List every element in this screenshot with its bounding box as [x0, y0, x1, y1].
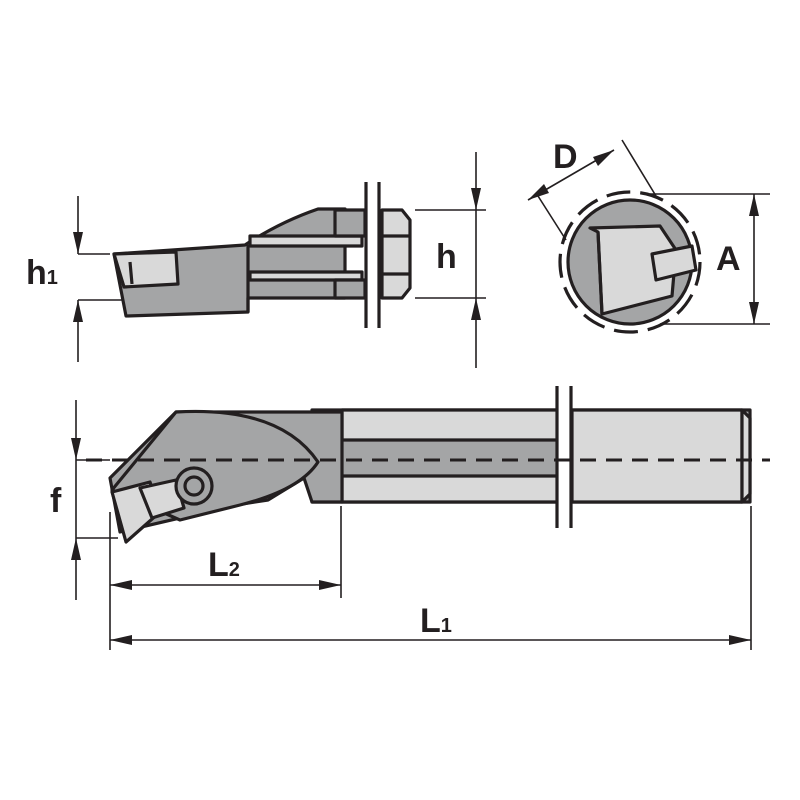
- dim-h-arrow-top: [471, 188, 481, 210]
- dim-D-label: D: [553, 138, 578, 176]
- dim-f-label: f: [50, 482, 62, 520]
- dim-D-arrow-left: [528, 184, 549, 200]
- top-view-chamfer: [740, 408, 752, 504]
- dim-L1-arrow-right: [729, 635, 751, 645]
- dim-h-label: h: [436, 238, 457, 276]
- top-view-flat-bottom: [340, 474, 560, 504]
- side-view-insert: [112, 250, 180, 289]
- end-view-head-edge: [596, 231, 604, 315]
- top-view-screw-socket: [183, 475, 205, 497]
- side-view-block-top: [333, 208, 367, 238]
- top-view-break-gap: [556, 384, 572, 530]
- dim-L2-arrow-right: [319, 580, 341, 590]
- dim-D-arrow-right: [593, 150, 614, 166]
- dim-L1-label: L1: [420, 602, 452, 640]
- dim-h-arrow-bottom: [471, 298, 481, 320]
- dim-L2-arrow-left: [110, 580, 132, 590]
- top-view-shank-end: [570, 408, 744, 504]
- side-view-block-bottom: [333, 278, 367, 300]
- side-view: h1 h: [26, 152, 486, 368]
- top-view: f L2 L1: [50, 384, 770, 650]
- dim-D-ext-left: [537, 195, 567, 241]
- side-view-end: [380, 208, 412, 300]
- side-view-shank-upper: [248, 234, 364, 248]
- end-view: D A: [527, 138, 770, 334]
- side-view-insert-edge: [128, 261, 134, 285]
- dim-A-arrow-bottom: [749, 302, 759, 324]
- dim-L1-arrow-left: [110, 635, 132, 645]
- dim-D-ext-right: [621, 139, 657, 197]
- side-view-shank-lower: [248, 270, 364, 282]
- dim-A-label: A: [716, 240, 741, 278]
- top-view-flat-top: [340, 408, 560, 442]
- dim-f-arrow-bottom: [71, 538, 81, 560]
- dim-L2-label: L2: [208, 546, 240, 584]
- top-view-screw-head: [174, 466, 214, 506]
- end-view-insert: [650, 244, 698, 282]
- dim-h1-arrow-top: [73, 232, 83, 254]
- top-view-clamp: [138, 478, 186, 520]
- dim-h1-label: h1: [26, 254, 58, 292]
- side-view-break-gap: [366, 180, 380, 330]
- dim-f-arrow-top: [71, 438, 81, 460]
- end-view-bore-circle: [558, 190, 702, 334]
- dim-h1-arrow-bottom: [73, 300, 83, 322]
- dim-A-arrow-top: [749, 194, 759, 216]
